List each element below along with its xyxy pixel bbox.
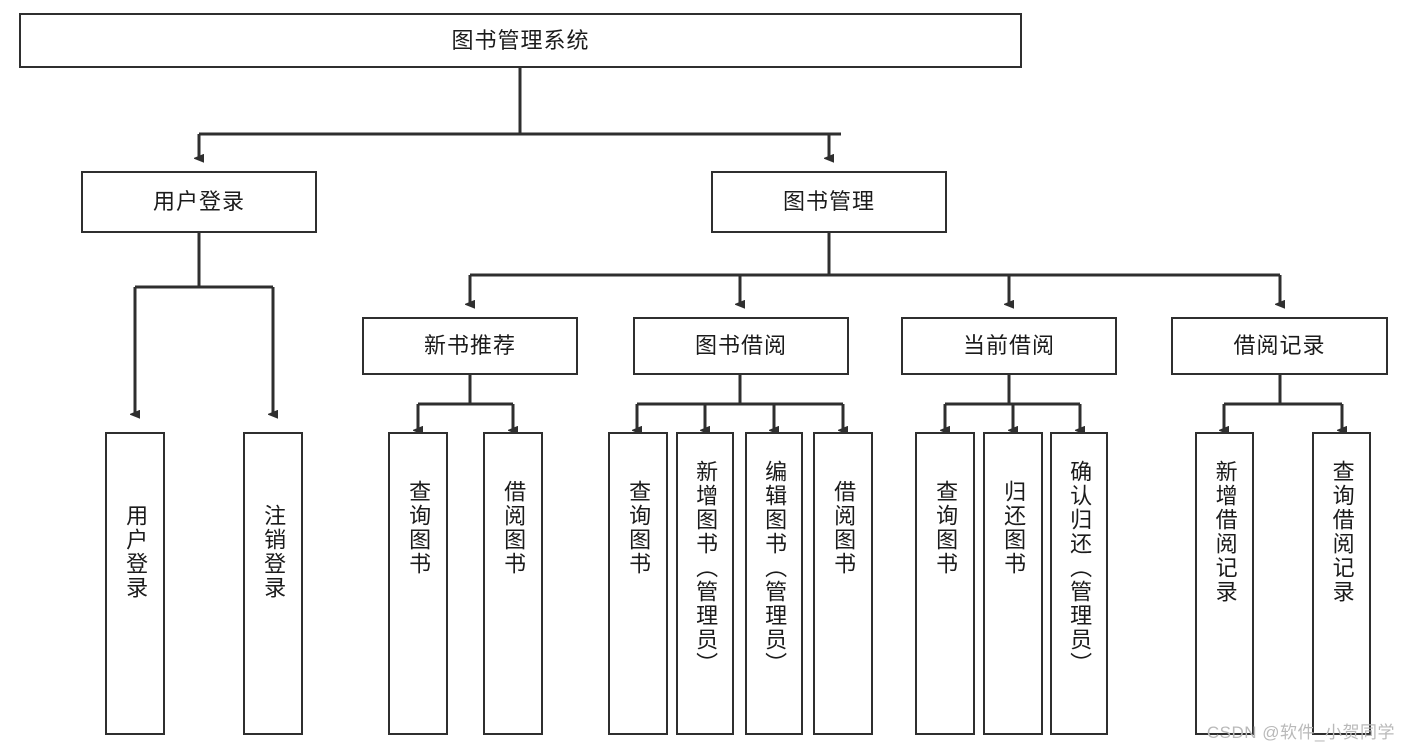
node-current-borrow-label: 当前借阅 — [962, 333, 1055, 359]
leaf-borrow-record-2[interactable]: 查询借阅记录 — [1312, 432, 1371, 735]
leaf-borrow-record-1-label: 新增借阅记录 — [1212, 460, 1238, 604]
node-root-label: 图书管理系统 — [451, 27, 590, 53]
leaf-book-borrow-1-label: 查询图书 — [626, 480, 652, 576]
leaf-current-borrow-3[interactable]: 确认归还（管理员） — [1050, 432, 1108, 735]
node-book-borrow-label: 图书借阅 — [694, 333, 787, 359]
node-root[interactable]: 图书管理系统 — [19, 13, 1022, 68]
leaf-book-borrow-4[interactable]: 借阅图书 — [813, 432, 873, 735]
leaf-new-book-1-label: 查询图书 — [406, 480, 432, 576]
leaf-book-borrow-2-label: 新增图书（管理员） — [693, 460, 719, 676]
leaf-book-borrow-4-label: 借阅图书 — [831, 480, 857, 576]
leaf-current-borrow-3-label: 确认归还（管理员） — [1067, 460, 1093, 676]
leaf-book-borrow-1[interactable]: 查询图书 — [608, 432, 668, 735]
leaf-user-login-1-label: 用户登录 — [123, 504, 149, 600]
node-user-login-label: 用户登录 — [152, 189, 245, 215]
leaf-new-book-2[interactable]: 借阅图书 — [483, 432, 543, 735]
leaf-borrow-record-2-label: 查询借阅记录 — [1329, 460, 1355, 604]
leaf-user-login-2[interactable]: 注销登录 — [243, 432, 303, 735]
leaf-current-borrow-2-label: 归还图书 — [1001, 480, 1027, 576]
node-book-manage[interactable]: 图书管理 — [711, 171, 947, 233]
node-book-borrow[interactable]: 图书借阅 — [633, 317, 849, 375]
leaf-book-borrow-3-label: 编辑图书（管理员） — [762, 460, 788, 676]
leaf-borrow-record-1[interactable]: 新增借阅记录 — [1195, 432, 1254, 735]
leaf-user-login-2-label: 注销登录 — [261, 504, 287, 600]
node-user-login[interactable]: 用户登录 — [81, 171, 317, 233]
csdn-watermark: CSDN @软件_小贺同学 — [1206, 723, 1395, 742]
node-new-book-recommend[interactable]: 新书推荐 — [362, 317, 578, 375]
node-new-book-recommend-label: 新书推荐 — [423, 333, 516, 359]
leaf-book-borrow-2[interactable]: 新增图书（管理员） — [676, 432, 734, 735]
leaf-new-book-1[interactable]: 查询图书 — [388, 432, 448, 735]
leaf-book-borrow-3[interactable]: 编辑图书（管理员） — [745, 432, 803, 735]
node-borrow-record[interactable]: 借阅记录 — [1171, 317, 1388, 375]
node-borrow-record-label: 借阅记录 — [1233, 333, 1326, 359]
leaf-new-book-2-label: 借阅图书 — [501, 480, 527, 576]
node-book-manage-label: 图书管理 — [782, 189, 875, 215]
leaf-current-borrow-1-label: 查询图书 — [933, 480, 959, 576]
node-current-borrow[interactable]: 当前借阅 — [901, 317, 1117, 375]
leaf-user-login-1[interactable]: 用户登录 — [105, 432, 165, 735]
leaf-current-borrow-1[interactable]: 查询图书 — [915, 432, 975, 735]
leaf-current-borrow-2[interactable]: 归还图书 — [983, 432, 1043, 735]
